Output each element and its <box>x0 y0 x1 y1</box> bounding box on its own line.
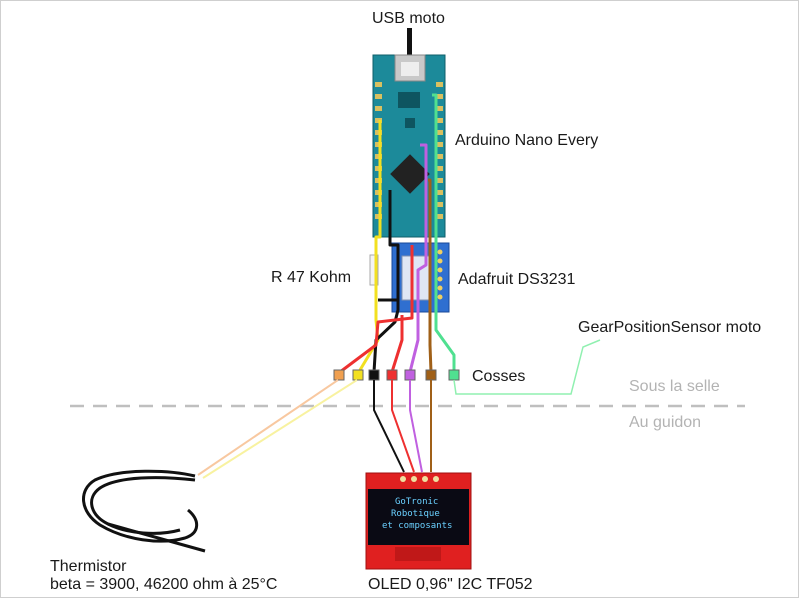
oled-label: OLED 0,96" I2C TF052 <box>368 576 533 593</box>
lugs-row <box>333 369 460 381</box>
lug-violet <box>404 369 416 381</box>
resistor-label: R 47 Kohm <box>271 269 352 286</box>
gear-sensor-label: GearPositionSensor moto <box>578 319 762 336</box>
lug-orange <box>333 369 345 381</box>
lug-black <box>368 369 380 381</box>
oled-screen-line3: et composants <box>382 521 453 531</box>
wire-oled-red <box>391 380 415 473</box>
thermistor-probe <box>82 469 206 553</box>
wire-oled-black <box>373 380 405 473</box>
oled-screen-line2: Robotique <box>391 509 440 519</box>
usb-cable <box>407 28 412 56</box>
wire-brown-upper <box>428 178 433 373</box>
under-seat-label: Sous la selle <box>629 378 720 395</box>
lugs-label: Cosses <box>472 368 526 385</box>
oled-display-board <box>365 472 472 570</box>
wire-thermistor-yellow <box>202 379 358 479</box>
wire-thermistor-orange <box>197 379 339 476</box>
lug-brown <box>425 369 437 381</box>
wire-red2-upper <box>390 315 404 373</box>
oled-wires <box>373 380 432 473</box>
lug-red <box>386 369 398 381</box>
thermistor-name-label: Thermistor <box>50 558 127 575</box>
lug-yellow <box>352 369 364 381</box>
ds3231-module <box>391 242 450 313</box>
handlebar-label: Au guidon <box>629 414 702 431</box>
arduino-label: Arduino Nano Every <box>455 132 599 149</box>
wire-oled-violet <box>409 380 423 473</box>
wire-gear-sensor <box>453 339 601 395</box>
resistor <box>369 254 379 286</box>
oled-screen-line1: GoTronic <box>395 497 439 507</box>
wire-green-upper <box>432 93 456 372</box>
wire-violet-upper <box>408 143 428 373</box>
wire-bundle <box>339 93 456 374</box>
arduino-nano-every-board <box>372 54 446 238</box>
wire-red-upper <box>339 245 414 374</box>
thermistor-spec-label: beta = 3900, 46200 ohm à 25°C <box>50 576 278 593</box>
lug-green <box>448 369 460 381</box>
usb-label: USB moto <box>372 10 445 27</box>
rtc-label: Adafruit DS3231 <box>458 271 576 288</box>
